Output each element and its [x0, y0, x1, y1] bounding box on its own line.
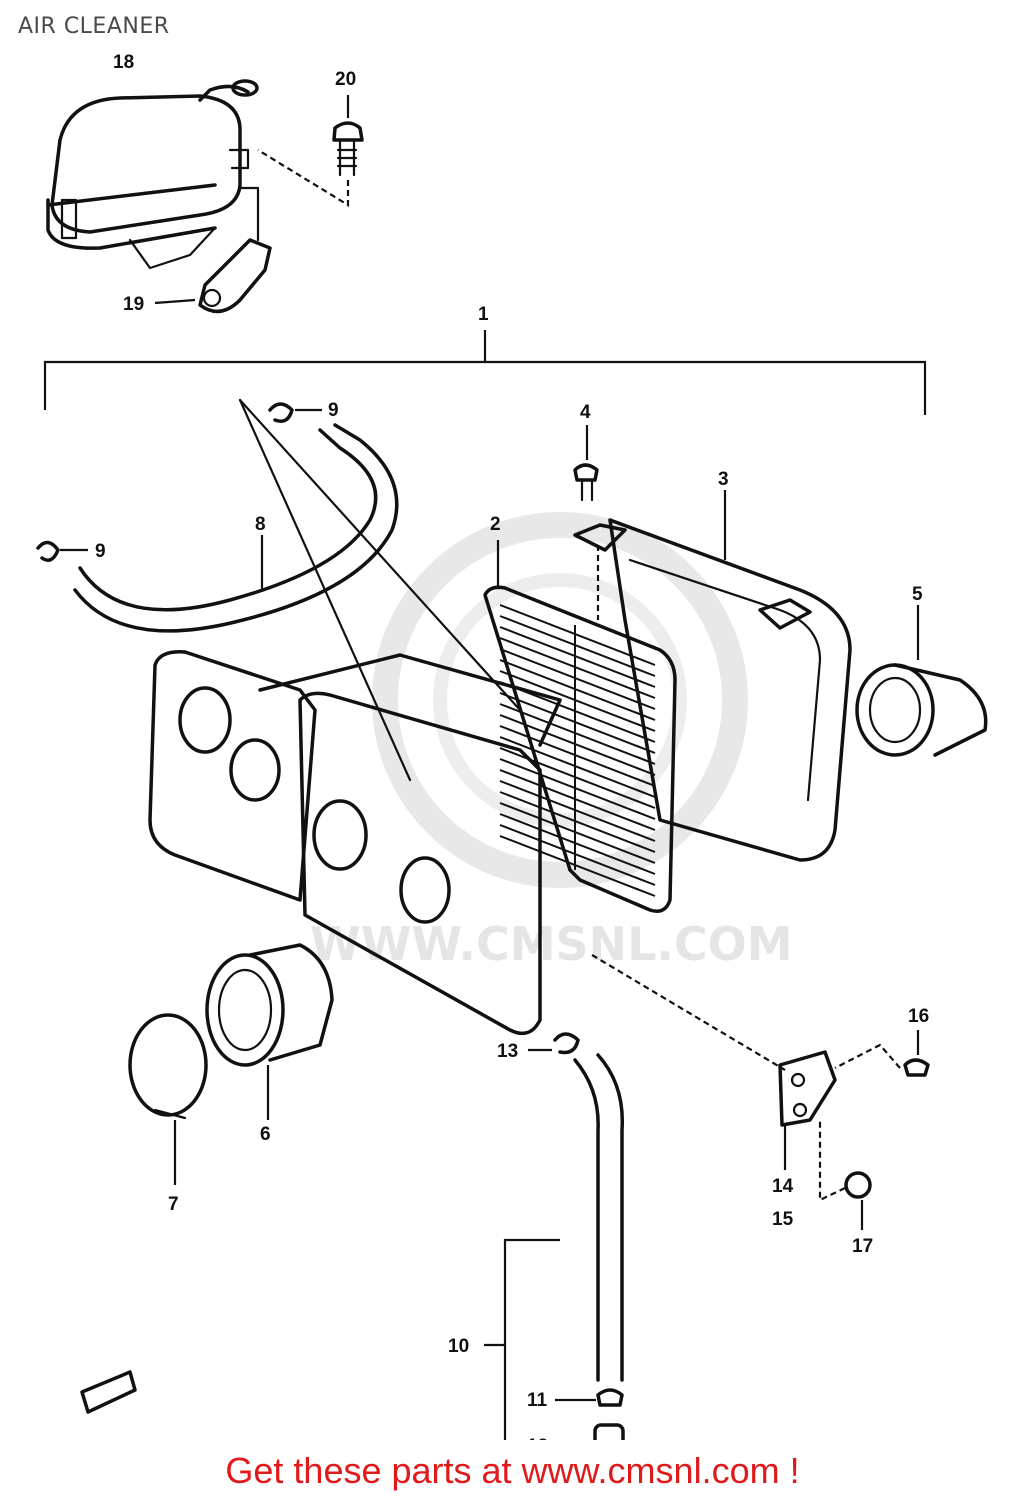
filter-pleat-line — [499, 780, 656, 842]
watermark: WWW.CMSNL.COM — [310, 512, 793, 971]
part-13-drain-clip — [528, 1032, 580, 1055]
watermark-text: WWW.CMSNL.COM — [310, 917, 793, 971]
part-19-bracket — [154, 186, 272, 314]
callout-14: 14 — [772, 1176, 794, 1197]
part-2-filter-element — [483, 540, 677, 913]
callout-4: 4 — [580, 402, 591, 423]
callout-2: 2 — [490, 514, 501, 535]
filter-pleat-line — [499, 791, 656, 853]
callout-1: 1 — [478, 304, 489, 325]
part-7-clamp — [128, 1013, 208, 1185]
callout-16: 16 — [908, 1006, 929, 1027]
callout-12: 12 — [527, 1436, 548, 1440]
filter-pleat-line — [499, 769, 656, 831]
part-11-clip — [555, 1388, 624, 1407]
filter-pleat-line — [499, 824, 656, 886]
filter-pleat-line — [499, 670, 656, 732]
part-1-assembly-bracket — [43, 330, 927, 415]
callout-11: 11 — [527, 1390, 548, 1411]
callout-10: 10 — [448, 1336, 469, 1357]
callout-6: 6 — [260, 1124, 271, 1145]
callout-3: 3 — [718, 469, 729, 490]
filter-pleat-line — [499, 736, 656, 798]
callout-8: 8 — [255, 514, 266, 535]
callout-5: 5 — [912, 584, 923, 605]
callout-20: 20 — [335, 69, 356, 90]
filter-pleat-line — [499, 692, 656, 754]
callout-9-upper: 9 — [328, 400, 339, 421]
filter-pleat-line — [499, 626, 656, 688]
filter-pleat-line — [499, 714, 656, 776]
callout-18: 18 — [113, 52, 134, 73]
filter-pleat-line — [499, 813, 656, 875]
callout-19: 19 — [123, 294, 144, 315]
part-20-bolt — [257, 95, 364, 207]
part-10-drain-hose — [484, 1053, 625, 1440]
footer-parts-link[interactable]: Get these parts at www.cmsnl.com ! — [225, 1450, 800, 1491]
filter-pleat-line — [499, 659, 656, 721]
part-9-clamp-upper — [268, 402, 322, 423]
filter-pleat-line — [499, 637, 656, 699]
publisher-mark — [80, 1370, 137, 1414]
part-17-nut — [818, 1120, 872, 1230]
part-12-plug — [593, 1423, 625, 1440]
part-16-bolt — [834, 1030, 930, 1077]
filter-pleat-line — [499, 747, 656, 809]
part-14-15-bracket — [591, 954, 837, 1170]
page-title: AIR CLEANER — [18, 14, 170, 39]
part-4-screw — [573, 425, 600, 620]
filter-pleat-line — [499, 604, 656, 666]
callout-9-left: 9 — [95, 541, 106, 562]
filter-pleat-line — [499, 835, 656, 897]
part-8-hose — [73, 423, 399, 633]
part-18-resonator — [46, 79, 259, 270]
exploded-parts-diagram: WWW.CMSNL.COM — [36, 52, 988, 1440]
part-5-duct — [855, 605, 988, 757]
filter-pleat-line — [499, 648, 656, 710]
filter-pleat-line — [499, 758, 656, 820]
callout-13: 13 — [497, 1041, 518, 1062]
part-6-funnel — [205, 943, 334, 1120]
callout-labels: 1 2 3 4 5 6 7 8 9 9 10 11 12 13 14 15 16… — [95, 52, 929, 1440]
filter-pleat-line — [499, 725, 656, 787]
filter-pleat-line — [499, 802, 656, 864]
callout-7: 7 — [168, 1194, 179, 1215]
filter-pleat-line — [499, 615, 656, 677]
part-3-cover — [573, 490, 852, 862]
part-9-clamp-left — [36, 540, 88, 562]
callout-15: 15 — [772, 1209, 794, 1230]
filter-pleat-line — [499, 681, 656, 743]
filter-pleat-line — [499, 703, 656, 765]
callout-17: 17 — [852, 1236, 873, 1257]
